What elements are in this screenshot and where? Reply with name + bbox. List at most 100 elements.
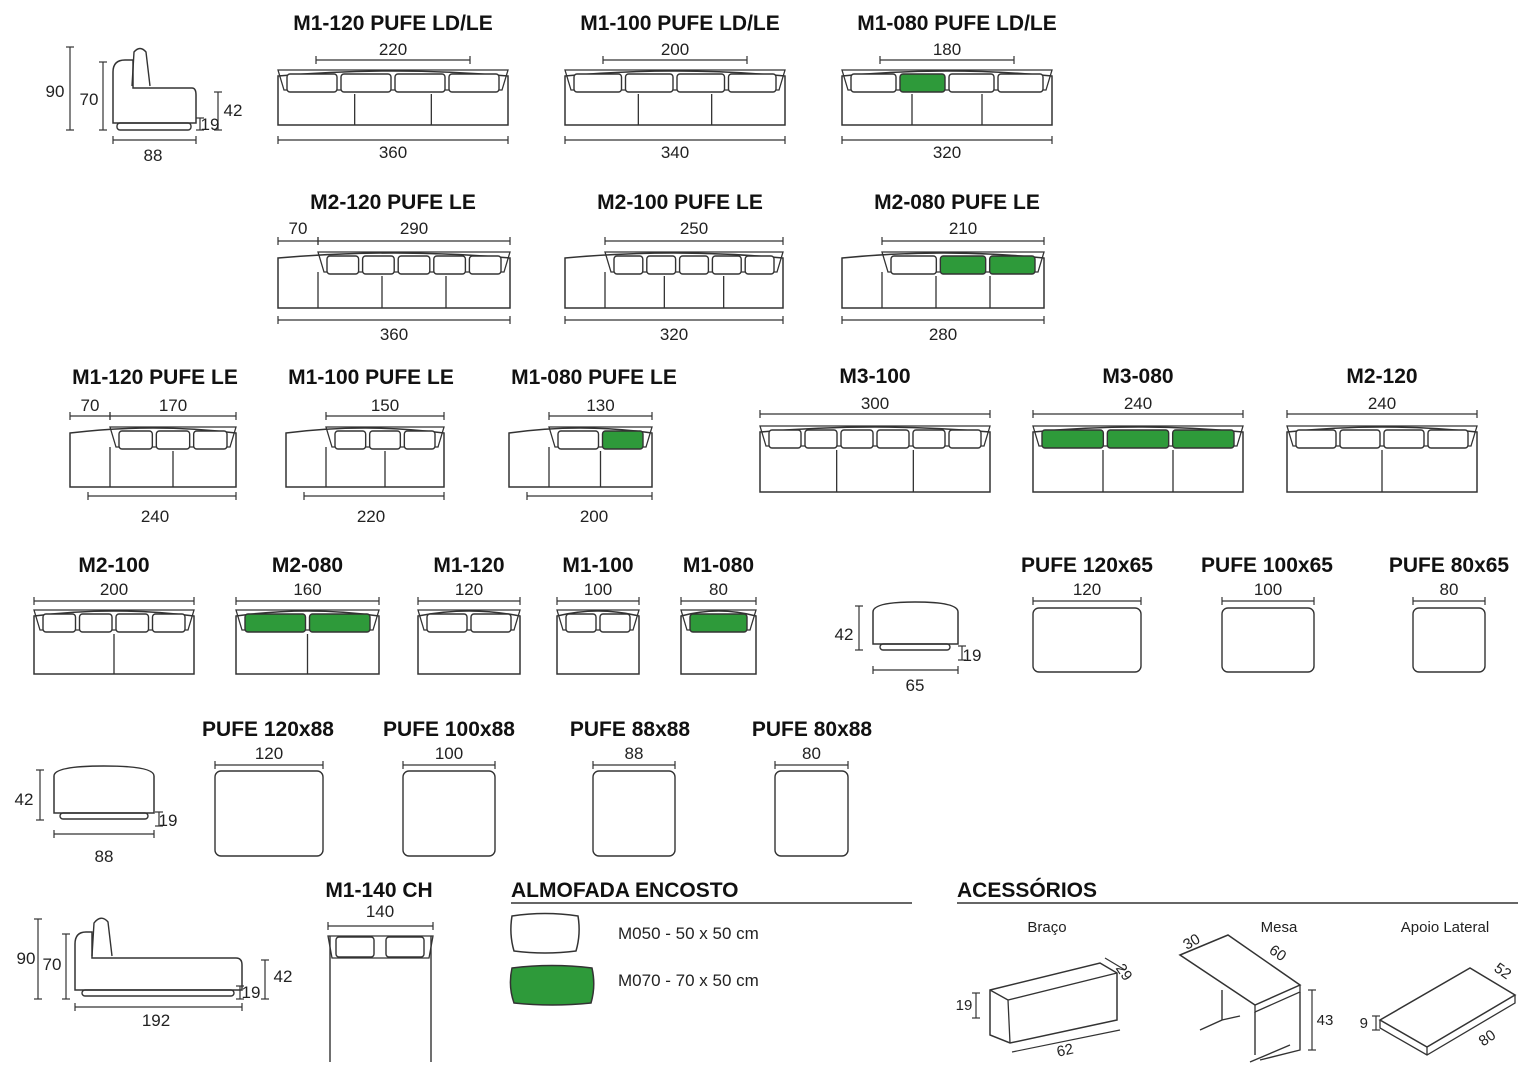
bottom-dimension-label: 280 <box>929 325 957 344</box>
back-rail <box>417 609 521 631</box>
back-cushion <box>151 613 186 633</box>
back-cushion <box>394 73 446 93</box>
pufe-height-dim <box>36 769 44 821</box>
back-cushion <box>286 73 338 93</box>
pufe-title: PUFE 100x88 <box>383 718 515 741</box>
pufe-title: PUFE 80x88 <box>752 718 873 741</box>
pufe-title: PUFE 120x65 <box>1021 554 1153 577</box>
top-dimension-label: 240 <box>1368 394 1396 413</box>
back-cushion <box>385 936 425 958</box>
bottom-dimension <box>277 316 511 324</box>
chaise-base <box>81 989 235 997</box>
sofa-base <box>116 122 192 131</box>
pufe-base-label: 19 <box>963 646 982 665</box>
bottom-dimension <box>841 316 1045 324</box>
pufe-top-outline <box>1032 607 1142 673</box>
apoio-height-dim <box>1372 1015 1380 1031</box>
back-cushion <box>1171 429 1235 449</box>
top-dimension <box>327 922 434 930</box>
mesa-height-dim <box>1308 989 1316 1051</box>
back-cushion <box>368 430 402 450</box>
back-rail <box>109 426 237 448</box>
height-back-dim <box>62 933 70 1000</box>
bottom-dimension-label: 360 <box>379 143 407 162</box>
back-cushion <box>678 255 710 275</box>
back-cushion <box>468 255 502 275</box>
back-cushion <box>308 613 371 633</box>
top-left-dimension-label: 70 <box>81 396 100 415</box>
top-dimension <box>33 597 195 605</box>
height-total-dim <box>66 46 74 131</box>
back-cushion <box>689 613 748 633</box>
back-cushion <box>192 430 228 450</box>
pufe-title: PUFE 100x65 <box>1201 554 1333 577</box>
back-rail <box>680 609 757 631</box>
pufe-height-dim <box>855 605 863 651</box>
module-title: M1-100 <box>562 554 633 577</box>
back-cushion <box>876 429 910 449</box>
back-cushion <box>768 429 802 449</box>
pufe-top-dim <box>1221 597 1315 605</box>
back-cushion <box>939 255 987 275</box>
braco-width-label: 29 <box>1112 961 1135 984</box>
pufe-top-outline <box>1221 607 1315 673</box>
top-dimension-label: 150 <box>371 396 399 415</box>
braco-width-dim <box>1104 957 1126 971</box>
pufe-profile <box>872 601 959 645</box>
legend-item-m070: M070 - 70 x 50 cm <box>509 964 759 1006</box>
pufe-top-label: 120 <box>1073 580 1101 599</box>
bottom-dimension <box>303 492 445 500</box>
top-dimension <box>325 412 445 420</box>
back-rail <box>759 425 991 447</box>
seat-height-label: 42 <box>274 967 293 986</box>
top-dimension-label: 250 <box>680 219 708 238</box>
pufe-top-label: 100 <box>435 744 463 763</box>
top-dimension <box>556 597 640 605</box>
bottom-dimension-label: 360 <box>380 325 408 344</box>
top-left-dimension <box>277 237 319 245</box>
sofa-profile <box>112 59 197 124</box>
module-title: M1-140 CH <box>325 879 432 902</box>
back-cushion <box>361 255 395 275</box>
back-cushion <box>744 255 775 275</box>
module-title: M3-080 <box>1102 365 1173 388</box>
back-rail <box>548 426 653 448</box>
height-total-label: 90 <box>46 82 65 101</box>
bottom-dimension <box>526 492 653 500</box>
pufe-top-outline <box>592 770 676 857</box>
back-cushion <box>78 613 113 633</box>
pufe-top-label: 80 <box>1440 580 1459 599</box>
module-title: M1-100 PUFE LE <box>288 366 454 389</box>
base-height-label: 19 <box>242 983 261 1002</box>
seat-height-dim <box>214 91 222 131</box>
pufe-top-label: 88 <box>625 744 644 763</box>
pufe-title: PUFE 80x65 <box>1389 554 1510 577</box>
mesa-leg-upright <box>1259 992 1301 1061</box>
top-dimension-label: 200 <box>100 580 128 599</box>
back-cushion <box>334 430 367 450</box>
apoio-edges <box>1379 995 1516 1056</box>
module-title: M1-080 <box>683 554 754 577</box>
back-cushion <box>326 255 360 275</box>
braco-length-label: 62 <box>1055 1041 1075 1061</box>
module-title: M2-080 PUFE LE <box>874 191 1040 214</box>
braco-height-dim <box>972 992 980 1019</box>
back-cushion <box>890 255 938 275</box>
apoio-length-label: 80 <box>1476 1027 1499 1050</box>
module-title: M1-100 PUFE LD/LE <box>580 12 780 35</box>
cushion-swatch-m050 <box>510 912 580 954</box>
bottom-dimension-label: 240 <box>141 507 169 526</box>
back-cushion <box>470 613 512 633</box>
braco-edges <box>989 972 1118 1044</box>
top-dimension <box>602 56 748 64</box>
bottom-dimension-label: 220 <box>357 507 385 526</box>
back-cushion <box>948 429 982 449</box>
pufe-top-dim <box>214 761 324 769</box>
